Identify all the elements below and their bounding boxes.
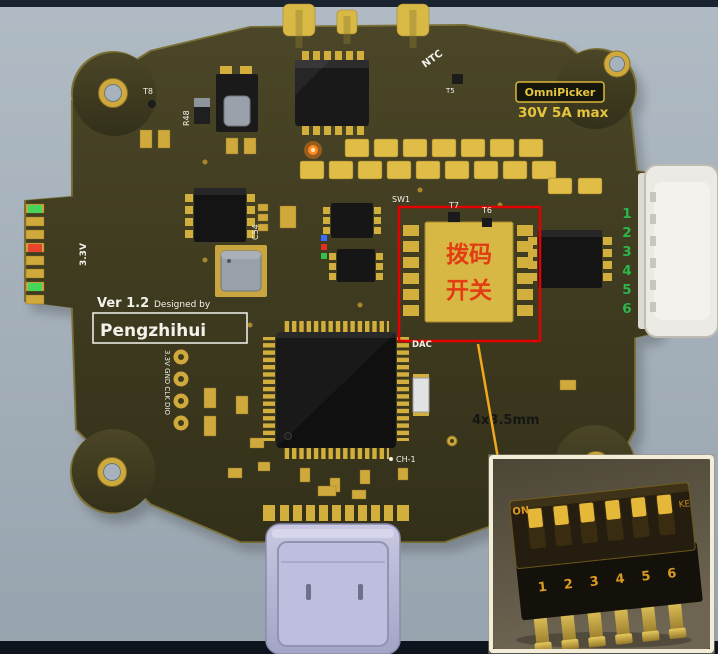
pin-number-4: 4 <box>622 263 631 279</box>
capacitor-bank <box>299 138 603 195</box>
connector-pin-numbers: 1 2 3 4 5 6 <box>622 206 631 317</box>
dip-switch-highlight-box <box>397 205 542 343</box>
mounting-hole-bottom-left <box>97 457 127 487</box>
component-t7 <box>448 212 460 222</box>
green-led <box>28 205 42 213</box>
label-t6: T6 <box>481 206 492 215</box>
ch1-dot <box>389 457 393 461</box>
label-sw1: SW1 <box>392 195 410 204</box>
pin-number-2: 2 <box>622 225 631 241</box>
ntc-thermistor <box>452 74 463 84</box>
status-led-orange <box>304 141 322 159</box>
inset-digit-6: 6 <box>667 566 678 582</box>
imu-module <box>215 245 267 297</box>
brand-badge: OmniPicker 30V 5A max <box>515 81 609 121</box>
designer-name: Pengzhihui <box>100 321 206 341</box>
green-led-2 <box>28 283 42 291</box>
inset-ke-label: KE <box>678 499 691 510</box>
top-copper-tabs <box>282 3 430 37</box>
jst-connector <box>638 164 718 338</box>
hole-note-text: 4x3.5mm <box>472 413 540 428</box>
mcu-chip <box>263 321 409 459</box>
inset-digit-2: 2 <box>563 577 574 593</box>
dip-switch-footprint: 拨码 开关 <box>403 221 533 323</box>
dip-switch-label-line1: 拨码 <box>446 241 492 267</box>
dip-switch-photo: ON KE 1 2 3 4 5 6 <box>509 482 703 649</box>
resistor-r48 <box>194 98 210 124</box>
label-t7: T7 <box>448 201 459 210</box>
inset-digits: 1 2 3 4 5 6 <box>537 566 677 595</box>
mounting-hole-top-left <box>98 78 128 108</box>
hole-note-leader <box>455 426 469 439</box>
testpoint-t8 <box>148 100 156 108</box>
designer-silkscreen: Ver 1.2 Designed by Pengzhihui <box>92 296 248 344</box>
label-3v3: 3.3V <box>79 243 89 266</box>
dip-switch-label-line2: 开关 <box>446 277 492 303</box>
inset-digit-5: 5 <box>641 569 652 585</box>
designed-by-text: Designed by <box>154 300 211 310</box>
rating-text: 30V 5A max <box>518 105 609 121</box>
pin-number-5: 5 <box>622 282 631 298</box>
left-led-pads <box>25 203 45 305</box>
power-component <box>216 66 258 132</box>
brand-name: OmniPicker <box>525 86 596 99</box>
inset-digit-1: 1 <box>537 580 548 596</box>
inset-digit-4: 4 <box>615 572 626 588</box>
copper-traces <box>295 10 417 48</box>
label-r48: R48 <box>182 110 191 126</box>
inset-on-label: ON <box>512 505 530 518</box>
pin-number-1: 1 <box>622 206 631 222</box>
hole-size-annotation: 4x3.5mm <box>446 413 540 447</box>
small-ic-2 <box>329 249 383 282</box>
mounting-hole-top-right <box>603 50 631 78</box>
rgb-status-leds <box>321 235 327 259</box>
label-prog-pins: 3.3V GND CLK DIO <box>163 350 171 415</box>
inset-digit-3: 3 <box>589 574 600 590</box>
label-dac: DAC <box>412 340 432 350</box>
inset-border <box>489 455 714 653</box>
usb-solder-pads <box>263 505 409 521</box>
driver-ic <box>295 51 369 135</box>
usb-c-connector <box>265 523 401 654</box>
crystal-component <box>412 374 430 416</box>
version-text: Ver 1.2 <box>97 296 149 311</box>
passive-components <box>139 129 577 500</box>
pin-number-6: 6 <box>622 301 631 317</box>
designer-box <box>92 312 248 344</box>
label-t8: T8 <box>142 87 153 96</box>
regulator-ic <box>185 188 255 242</box>
pin-number-3: 3 <box>622 244 631 260</box>
label-c54: C54 <box>251 224 260 240</box>
dip-switch-inset-photo: ON KE 1 2 3 4 5 6 <box>488 454 715 654</box>
programming-testpoints <box>173 349 189 431</box>
red-led <box>28 244 42 252</box>
small-ic-1 <box>323 203 381 238</box>
label-t5: T5 <box>445 87 455 95</box>
top-window-edge <box>0 0 718 7</box>
label-ch1: CH-1 <box>396 455 416 464</box>
component-t6 <box>482 218 492 227</box>
callout-line <box>476 343 501 465</box>
